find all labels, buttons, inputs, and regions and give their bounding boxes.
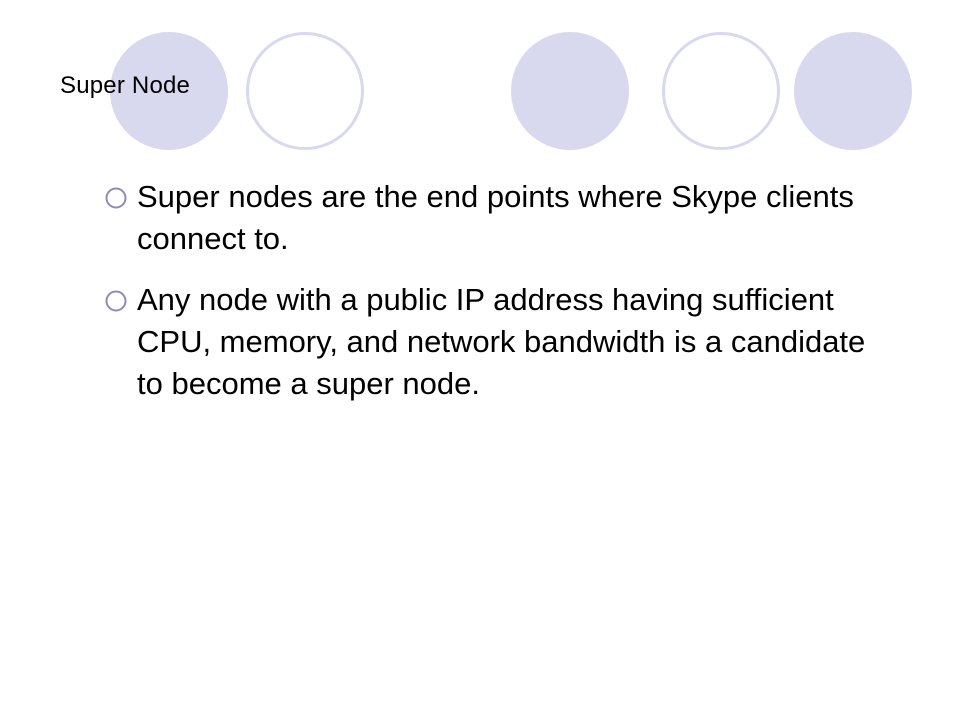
deco-circle-5 xyxy=(794,32,912,150)
bullet-item: Any node with a public IP address having… xyxy=(104,279,884,405)
slide-title: Super Node xyxy=(60,72,191,99)
deco-circle-1 xyxy=(110,32,228,150)
ring-bullet-icon xyxy=(105,187,127,209)
deco-circle-3 xyxy=(511,32,629,150)
bullet-text: Super nodes are the end points where Sky… xyxy=(137,179,854,256)
slide-body: Super nodes are the end points where Sky… xyxy=(104,176,884,424)
ring-bullet-icon xyxy=(105,290,127,312)
bullet-item: Super nodes are the end points where Sky… xyxy=(104,176,884,260)
deco-circle-4 xyxy=(662,32,780,150)
bullet-text: Any node with a public IP address having… xyxy=(137,282,866,401)
deco-circle-2 xyxy=(246,32,364,150)
